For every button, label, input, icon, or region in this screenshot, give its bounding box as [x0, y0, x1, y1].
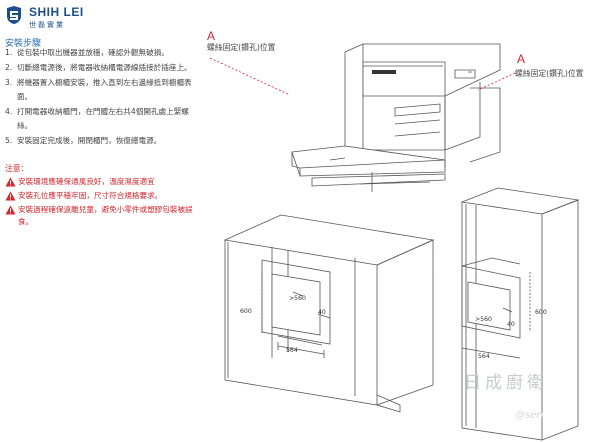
dimension-height-left: 600	[240, 308, 252, 315]
step-text: 安裝固定完成後，開閉櫃門，恢復總電源。	[17, 136, 162, 145]
warning-icon	[5, 177, 16, 187]
brand-logo: SHIH LEI 世磊實業	[4, 3, 124, 31]
dimension-depth-right: >560	[475, 316, 492, 323]
warning-text: 安裝孔位應平穩牢固，尺寸符合規格要求。	[18, 191, 163, 200]
dimension-gap-right: 40	[507, 321, 515, 328]
step-number: 1.	[5, 48, 13, 57]
dimension-gap-left: 40	[318, 309, 326, 316]
section-title: 安裝步驟	[5, 39, 42, 49]
steps-list: 1. 從包裝中取出機器並放穩，確認外觀無破損。 2. 切斷總電源後，將電器收納櫃…	[5, 46, 197, 149]
step-item: 4. 打開電器收納櫃門，在門體左右共4個開孔處上緊螺絲。	[5, 105, 197, 133]
warning-icon	[5, 191, 16, 201]
callout-leader	[209, 57, 516, 96]
watermark-text: 日成廚衛	[464, 373, 548, 393]
warnings-list: 安裝環境應確保通風良好，溫度濕度適宜 安裝孔位應平穩牢固，尺寸符合規格要求。 安…	[5, 176, 195, 230]
callout-letter: A	[517, 52, 526, 66]
step-item: 1. 從包裝中取出機器並放穩，確認外觀無破損。	[5, 46, 197, 60]
step-text: 從包裝中取出機器並放穩，確認外觀無破損。	[17, 48, 169, 57]
lower-cabinet-drawing	[223, 214, 435, 413]
dimension-height-right: 600	[535, 309, 547, 316]
dimension-width-right: 564	[478, 353, 490, 360]
step-text: 將機器置入櫥櫃安裝，推入直到左右邊緣抵到櫥櫃表面。	[17, 78, 192, 101]
brand-name: SHIH LEI	[29, 5, 84, 19]
step-number: 3.	[5, 78, 13, 87]
dimension-labels: 600 564 >560 40 600 564 >560 40	[240, 295, 547, 360]
callout-text: 螺絲固定(鑽孔)位置	[207, 43, 276, 52]
step-item: 2. 切斷總電源後，將電器收納櫃電源線插接於插座上。	[5, 61, 197, 75]
callout-text-right: 螺絲固定(鑽孔)位置	[515, 69, 584, 78]
brand-mark-icon	[7, 6, 21, 24]
brand-subtitle: 世磊實業	[29, 21, 65, 29]
dimension-depth-left: >560	[289, 295, 306, 302]
step-item: 3. 將機器置入櫥櫃安裝，推入直到左右邊緣抵到櫥櫃表面。	[5, 76, 197, 104]
notes-title: 注意：	[5, 164, 29, 173]
callout-left: A 螺絲固定(鑽孔)位置	[207, 30, 275, 53]
tall-cabinet-drawing	[460, 187, 580, 441]
step-number: 2.	[5, 63, 13, 72]
warning-item: 安裝過程確保遠離兒童，避免小零件或塑膠包裝被誤食。	[5, 204, 195, 228]
watermark-handle: @seri	[515, 410, 544, 421]
warning-icon	[5, 205, 16, 215]
warning-text: 安裝過程確保遠離兒童，避免小零件或塑膠包裝被誤食。	[18, 205, 193, 226]
step-text: 打開電器收納櫃門，在門體左右共4個開孔處上緊螺絲。	[17, 107, 189, 130]
step-item: 5. 安裝固定完成後，開閉櫃門，恢復總電源。	[5, 134, 197, 148]
step-number: 5.	[5, 136, 13, 145]
warning-item: 安裝孔位應平穩牢固，尺寸符合規格要求。	[5, 190, 195, 202]
warning-text: 安裝環境應確保通風良好，溫度濕度適宜	[18, 177, 155, 186]
dimension-width-left: 564	[286, 347, 298, 354]
step-text: 切斷總電源後，將電器收納櫃電源線插接於插座上。	[17, 63, 192, 72]
appliance-drawing	[291, 43, 501, 192]
callout-right: A	[517, 53, 525, 65]
warning-item: 安裝環境應確保通風良好，溫度濕度適宜	[5, 176, 195, 188]
step-number: 4.	[5, 107, 13, 116]
callout-letter: A	[207, 29, 216, 43]
